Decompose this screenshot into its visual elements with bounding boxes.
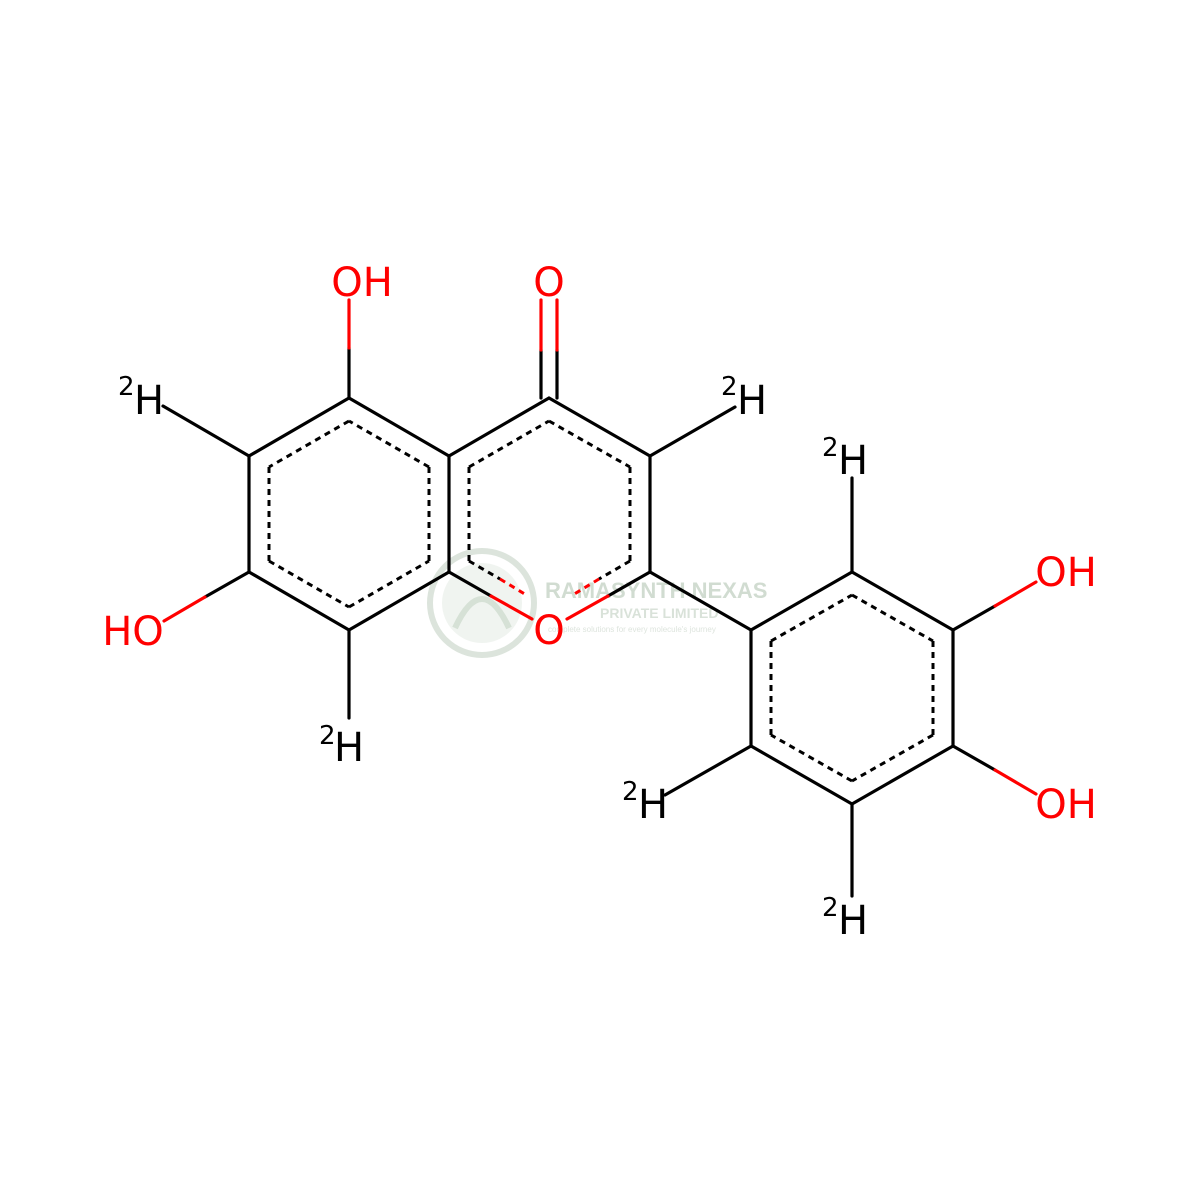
deuterium-label-c8: H — [334, 725, 364, 771]
bond — [489, 594, 534, 621]
deuterium-isotope-c2prime: 2 — [822, 433, 839, 463]
bond — [161, 404, 251, 458]
ring-oxygen-label: O — [533, 608, 564, 654]
bond — [247, 570, 351, 632]
bond — [347, 570, 451, 632]
hydroxyl-label-c7: HO — [102, 609, 164, 655]
deuterium-isotope-c6: 2 — [118, 372, 135, 402]
bond — [648, 570, 753, 632]
bond — [547, 396, 652, 458]
bond — [648, 405, 737, 458]
deuterium-label-c3: H — [737, 378, 767, 424]
deuterium-label-c5prime: H — [838, 898, 868, 944]
watermark-line2: PRIVATE LIMITED — [600, 605, 718, 621]
watermark-line3: complete solutions for every molecule's … — [548, 625, 716, 634]
bond — [749, 744, 854, 806]
deuterium-isotope-c8: 2 — [319, 721, 336, 751]
hydroxyl-label-c4prime: OH — [1035, 782, 1097, 828]
bond — [447, 396, 551, 458]
watermark-line1: RAMASYNTH NEXAS — [545, 578, 767, 603]
oxygen-bonds — [162, 298, 1038, 796]
bond — [951, 604, 997, 632]
carbonyl-oxygen-label: O — [533, 260, 564, 306]
deuterium-isotope-c3: 2 — [721, 372, 738, 402]
bond — [162, 595, 207, 623]
bond — [663, 744, 753, 797]
bond — [993, 580, 1038, 608]
watermark: RAMASYNTH NEXAS PRIVATE LIMITED complete… — [427, 548, 767, 658]
bond — [850, 744, 955, 806]
bond — [993, 768, 1038, 796]
deuterium-label-c6prime: H — [638, 782, 668, 828]
bond — [749, 570, 854, 632]
solid-bonds — [161, 346, 997, 898]
deuterium-isotope-c5prime: 2 — [822, 893, 839, 923]
deuterium-isotope-c6prime: 2 — [622, 777, 639, 807]
watermark-logo-icon — [427, 548, 537, 658]
bond — [347, 396, 451, 458]
bond — [203, 570, 251, 599]
bond — [951, 744, 997, 772]
bond — [850, 570, 955, 632]
bond — [247, 396, 351, 458]
bond — [606, 570, 652, 598]
bond — [565, 594, 610, 621]
deuterium-label-c6: H — [134, 378, 164, 424]
aromatic-oxygen-bonds — [468, 559, 631, 598]
hydroxyl-label-c5: OH — [331, 260, 393, 306]
bond — [447, 570, 493, 598]
aromatic-bonds — [267, 419, 935, 783]
hydroxyl-label-c3prime: OH — [1035, 550, 1097, 596]
atom-labels: OH O 2 H 2 H HO O 2 H 2 H OH OH 2 H 2 H — [102, 260, 1097, 944]
deuterium-label-c2prime: H — [838, 438, 868, 484]
